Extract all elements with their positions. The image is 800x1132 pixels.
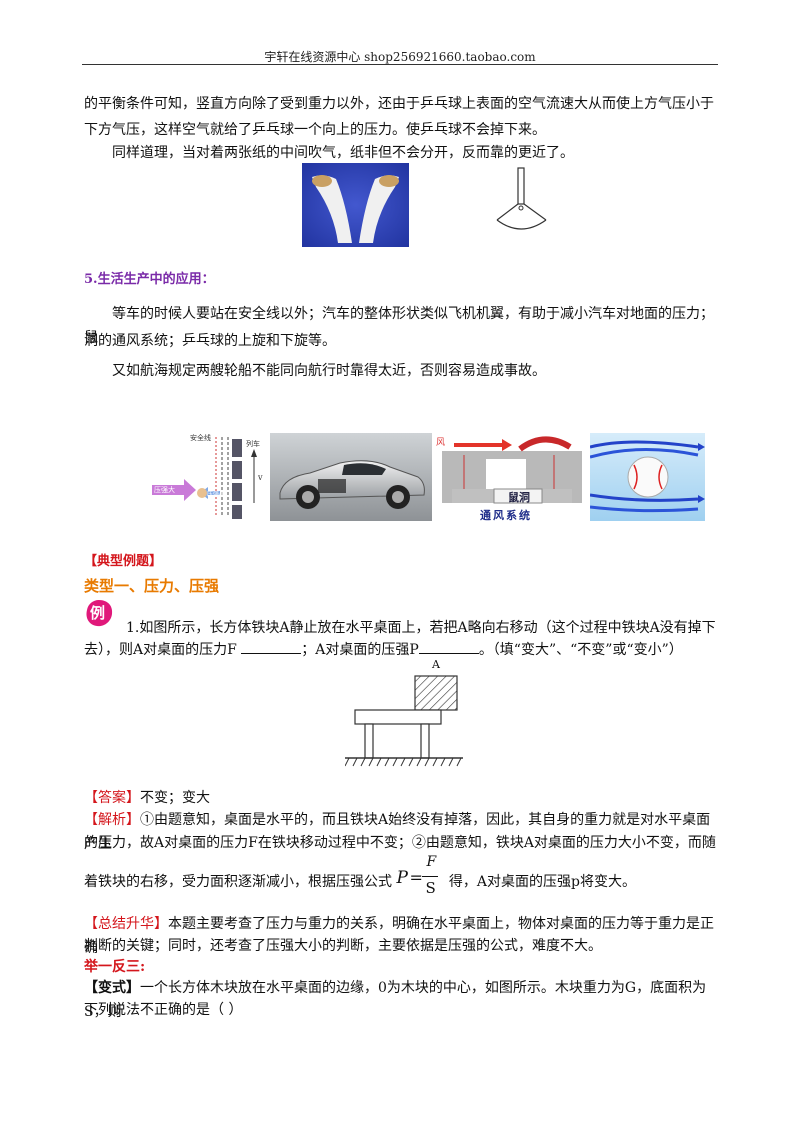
page-header: 宇轩在线资源中心 shop256921660.taobao.com: [264, 50, 536, 64]
formula-equals: =: [409, 868, 423, 887]
ventilation-caption: 通风系统: [480, 509, 532, 522]
formula-denominator: S: [425, 879, 436, 897]
baseball-airflow-diagram: [589, 433, 705, 521]
question-1-part-b: ；A对桌面的压强P: [301, 642, 419, 658]
sports-car-photo: [270, 433, 432, 521]
intro-line-1: 的平衡条件可知，竖直方向除了受到重力以外，还由于乒乓球上表面的空气流速大从而使上…: [84, 96, 714, 112]
formula-fraction-bar: [422, 876, 439, 877]
hole-label: 鼠洞: [508, 491, 530, 504]
velocity-label: v: [258, 473, 263, 482]
question-1-line-1: 1.如图所示，长方体铁块A静止放在水平桌面上，若把A略向右移动（这个过程中铁块A…: [126, 620, 716, 636]
practice-heading: 举一反三:: [84, 959, 146, 975]
summary-tag: 【总结升华】: [84, 916, 168, 932]
formula-p: P: [396, 868, 408, 888]
table-block-diagram: A: [344, 658, 465, 774]
type-1-heading: 类型一、压力、压强: [84, 577, 220, 595]
safety-line-label: 安全线: [190, 434, 211, 442]
analysis-line-1: 【解析】①由题意知，桌面是水平的，而且铁块A始终没有掉落，因此，其自身的重力就是…: [84, 808, 718, 856]
pressure-small-label: 压强小: [207, 491, 226, 498]
block-a-label: A: [432, 658, 440, 671]
intro-line-3: 同样道理，当对着两张纸的中间吹气，纸非但不会分开，反而靠的更近了。: [112, 145, 574, 161]
section-5-title: 5.生活生产中的应用：: [84, 272, 215, 287]
summary-text-1: 本题主要考查了压力与重力的关系，明确在水平桌面上，物体对桌面的压力等于重力是正确: [84, 916, 714, 956]
funnel-ball-diagram: [492, 166, 552, 236]
variant-line-1: 【变式】一个长方体木块放在水平桌面的边缘，0为木块的中心，如图所示。木块重力为G…: [84, 976, 718, 1024]
example-badge-text: 例: [90, 604, 106, 622]
variant-text-1: 一个长方体木块放在水平桌面的边缘，0为木块的中心，如图所示。木块重力为G，底面积…: [84, 980, 707, 1020]
header-divider: [82, 64, 718, 65]
summary-line-1: 【总结升华】本题主要考查了压力与重力的关系，明确在水平桌面上，物体对桌面的压力等…: [84, 912, 718, 960]
answer-line: 【答案】不变；变大: [84, 786, 718, 810]
analysis-text-1: ①由题意知，桌面是水平的，而且铁块A始终没有掉落，因此，其自身的重力就是对水平桌…: [84, 812, 711, 852]
answer-tag: 【答案】: [84, 790, 140, 806]
analysis-text-3b: 得，A对桌面的压强p将变大。: [448, 874, 636, 890]
train-label: 列车: [246, 440, 260, 448]
paper-blowing-photo: [302, 163, 409, 247]
section-5-para1-line2: 洞的通风系统；乒乓球的上旋和下旋等。: [84, 333, 336, 349]
variant-line-2: 下列说法不正确的是（ ）: [84, 1002, 243, 1018]
analysis-line-3: 着铁块的右移，受力面积逐渐减小，根据压强公式 P = F S 得，A对桌面的压强…: [84, 854, 718, 897]
train-station-diagram: 安全线 列车 压强大 压强小 v: [150, 433, 266, 521]
blank-pressure-force: [241, 639, 302, 654]
blank-pressure-p: [418, 639, 479, 654]
mouse-hole-ventilation-diagram: 风 鼠洞 通风系统: [434, 433, 589, 522]
pressure-big-label: 压强大: [154, 486, 175, 494]
example-badge: 例: [84, 598, 114, 628]
section-5-para2: 又如航海规定两艘轮船不能同向航行时靠得太近，否则容易造成事故。: [112, 363, 546, 379]
question-1-line-2: 去），则A对桌面的压力F ；A对桌面的压强P 。（填“变大”、“不变”或“变小”）: [84, 638, 718, 662]
analysis-text-3a: 着铁块的右移，受力面积逐渐减小，根据压强公式: [84, 874, 392, 890]
wind-label: 风: [436, 438, 446, 448]
question-1-part-c: 。（填“变大”、“不变”或“变小”）: [478, 642, 683, 658]
pressure-formula: P = F S: [396, 854, 444, 897]
summary-line-2: 判断的关键；同时，还考查了压强大小的判断，主要依据是压强的公式，难度不大。: [84, 938, 602, 954]
intro-line-2: 下方气压，这样空气就给了乒乓球一个向上的压力。使乒乓球不会掉下来。: [84, 122, 546, 138]
analysis-line-2: 的压力，故A对桌面的压力F在铁块移动过程中不变；②由题意知，铁块A对桌面的压力大…: [84, 835, 716, 851]
formula-numerator: F: [426, 854, 437, 870]
analysis-tag: 【解析】: [84, 812, 140, 828]
question-1-part-a: 去），则A对桌面的压力F: [84, 642, 242, 658]
variant-tag: 【变式】: [84, 980, 140, 996]
answer-text: 不变；变大: [140, 790, 210, 806]
section-5-para1-line1: 等车的时候人要站在安全线以外；汽车的整体形状类似飞机机翼，有助于减小汽车对地面的…: [84, 306, 714, 346]
examples-title: 【典型例题】: [84, 554, 163, 569]
